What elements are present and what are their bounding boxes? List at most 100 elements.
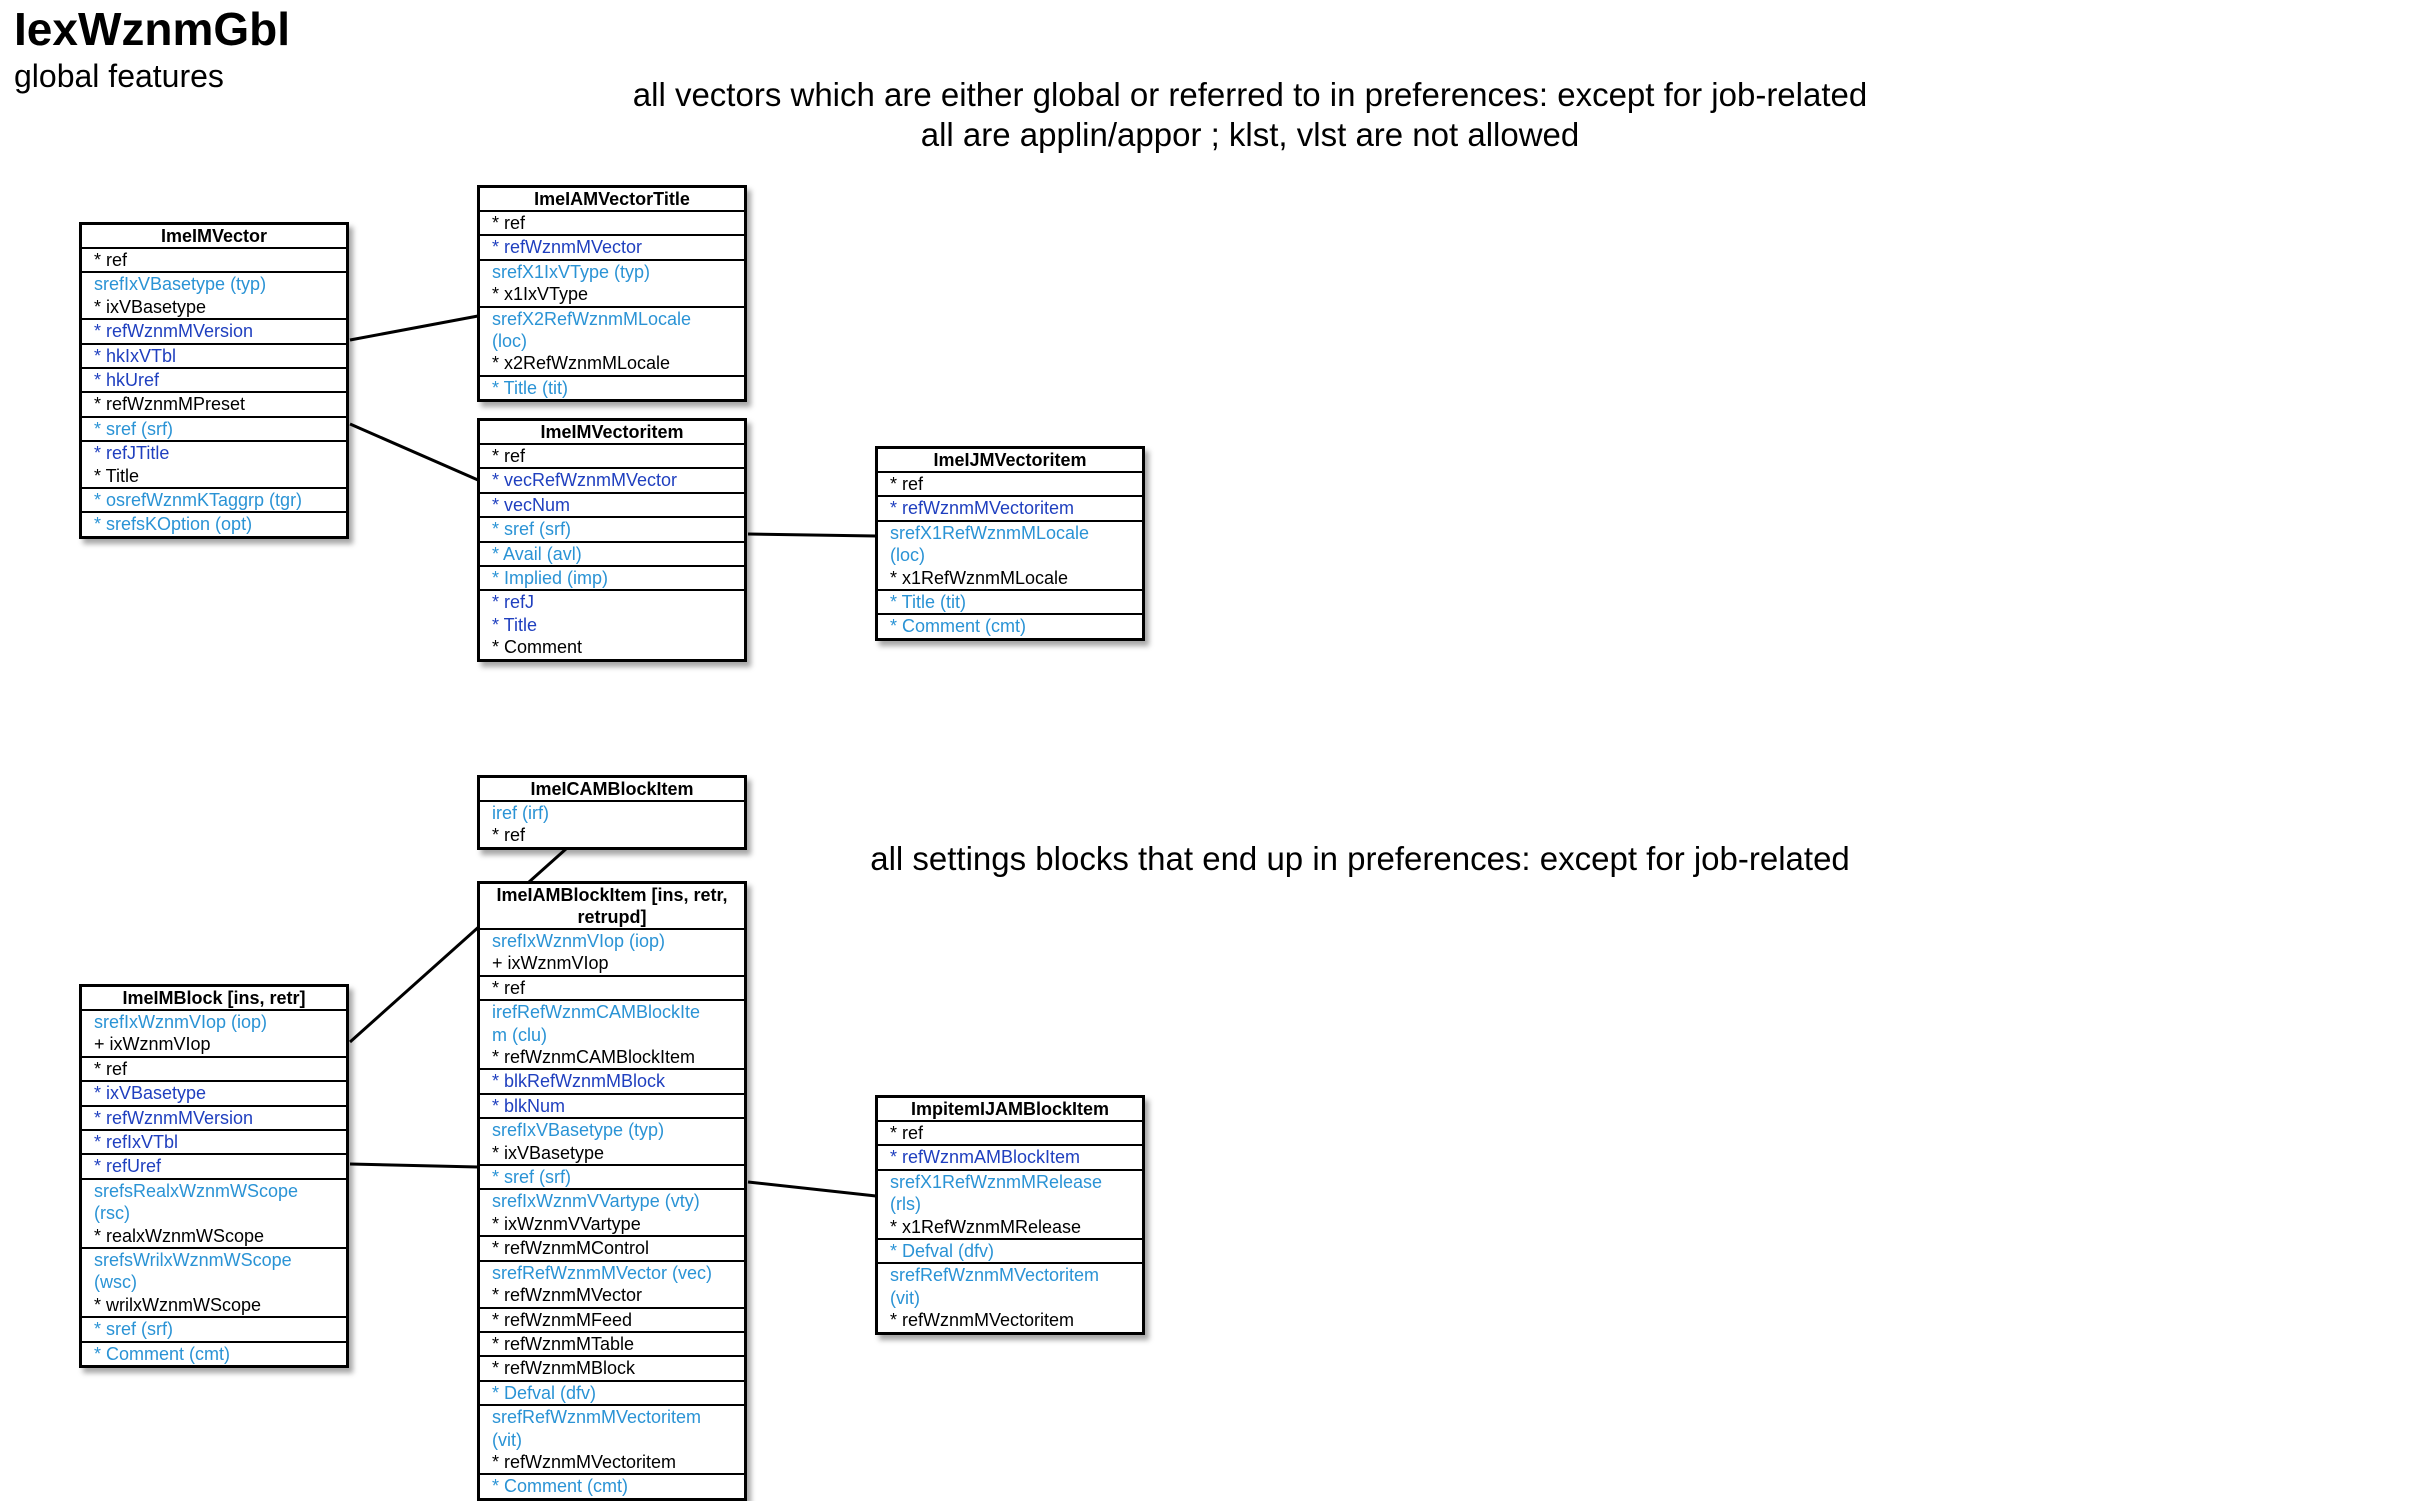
attribute-text: * ref — [890, 1123, 924, 1143]
attribute-text: * refWznmMVersion — [94, 321, 254, 342]
attribute-text: * Comment — [492, 637, 583, 658]
note-blocks: all settings blocks that end up in prefe… — [870, 840, 1850, 877]
entity-row: * Comment (cmt) — [480, 1475, 744, 1497]
attribute-text: + ixWznmVIop — [492, 953, 609, 974]
attribute-text: * refWznmCAMBlockItem — [492, 1047, 696, 1068]
attribute-text: + ixWznmVIop — [94, 1034, 211, 1055]
entity-row: srefIxWznmVIop (iop)+ ixWznmVIop — [480, 930, 744, 977]
attribute-text: srefRefWznmMVectoritem — [492, 1407, 702, 1428]
entity-title: ImeIJMVectoritem — [878, 449, 1142, 473]
entity-row: * blkNum — [480, 1095, 744, 1120]
attribute-text: * refWznmMPreset — [94, 394, 246, 415]
attribute-text: * sref (srf) — [94, 1319, 173, 1340]
attribute-text: * refWznmMVector — [492, 1285, 643, 1306]
entity-row: * osrefWznmKTaggrp (tgr) — [82, 489, 346, 514]
attribute-text: * wrilxWznmWScope — [94, 1294, 262, 1315]
entity-row: * refWznmMVector — [480, 236, 744, 261]
entity-imeicamblockitem[interactable]: ImeICAMBlockItem iref (irf)* ref — [477, 775, 747, 850]
entity-row: * Implied (imp) — [480, 567, 744, 592]
page-title: IexWznmGbl — [14, 3, 291, 55]
attribute-text: * refWznmMVector — [492, 237, 643, 258]
entity-title: ImeIAMVectorTitle — [480, 188, 744, 212]
attribute-text: * x1IxVType — [492, 284, 589, 305]
attribute-text: irefRefWznmCAMBlockIte — [492, 1002, 701, 1023]
attribute-text: * refWznmMVectoritem — [890, 498, 1075, 519]
attribute-text: * vecNum — [492, 494, 571, 515]
entity-imeiamblockitem[interactable]: ImeIAMBlockItem [ins, retr, retrupd] sre… — [477, 881, 747, 1501]
entity-row: * refWznmMControl — [480, 1237, 744, 1262]
attribute-text: * Title (tit) — [890, 592, 967, 613]
attribute-text: srefRefWznmMVector (vec) — [492, 1262, 713, 1283]
entity-row: * Comment (cmt) — [878, 615, 1142, 637]
entity-row: * ref — [82, 1058, 346, 1083]
attribute-text: * refWznmMFeed — [492, 1309, 633, 1330]
entity-title: ImeIMVectoritem — [480, 421, 744, 445]
attribute-text: * Comment (cmt) — [492, 1476, 629, 1497]
entity-title: ImeIMVector — [82, 225, 346, 249]
connector-block-to-cam-blockitem — [349, 838, 577, 1044]
entity-title: ImeIAMBlockItem [ins, retr, retrupd] — [480, 884, 744, 930]
entity-row: * refWznmMVersion — [82, 320, 346, 345]
attribute-text: * sref (srf) — [492, 519, 571, 540]
attribute-text: * Comment (cmt) — [890, 616, 1027, 637]
attribute-text: srefX1RefWznmMLocale — [890, 522, 1090, 543]
attribute-text: * ref — [492, 825, 526, 846]
attribute-text: * Defval (dfv) — [492, 1382, 597, 1403]
attribute-text: * Implied (imp) — [492, 568, 609, 589]
entity-row: * ixVBasetype — [82, 1082, 346, 1107]
entity-imeimvectoritem[interactable]: ImeIMVectoritem * ref* vecRefWznmMVector… — [477, 418, 747, 662]
entity-row: * refJTitle* Title — [82, 442, 346, 490]
entity-row: * ref — [480, 445, 744, 470]
attribute-text: * realxWznmWScope — [94, 1225, 265, 1246]
entity-row: * hkIxVTbl — [82, 345, 346, 370]
entity-row: * refJ* Title* Comment — [480, 591, 744, 658]
entity-row: srefIxVBasetype (typ)* ixVBasetype — [82, 273, 346, 321]
attribute-text: * ref — [492, 213, 526, 233]
entity-row: srefX1IxVType (typ)* x1IxVType — [480, 261, 744, 308]
entity-row: * Title (tit) — [878, 591, 1142, 616]
entity-row: srefRefWznmMVectoritem(vit)* refWznmMVec… — [878, 1264, 1142, 1331]
attribute-text: * refWznmMVersion — [94, 1107, 254, 1128]
attribute-text: * x1RefWznmMRelease — [890, 1216, 1082, 1237]
attribute-text: m (clu) — [492, 1024, 547, 1045]
page-subtitle: global features — [14, 58, 224, 94]
attribute-text: * blkRefWznmMBlock — [492, 1071, 666, 1092]
entity-imeiamvectortitle[interactable]: ImeIAMVectorTitle * ref * refWznmMVector s… — [477, 185, 747, 403]
entity-row: * Defval (dfv) — [878, 1240, 1142, 1265]
entity-row: * refWznmMVectoritem — [878, 497, 1142, 522]
attribute-text: * refWznmMTable — [492, 1333, 635, 1354]
attribute-text: srefsRealxWznmWScope — [94, 1180, 299, 1201]
entity-row: * vecRefWznmMVector — [480, 469, 744, 494]
entity-imeijmvectoritem[interactable]: ImeIJMVectoritem * ref* refWznmMVectorit… — [875, 446, 1145, 641]
attribute-text: (loc) — [890, 545, 925, 566]
entity-imeimblock[interactable]: ImeIMBlock [ins, retr] srefIxWznmVIop (i… — [79, 984, 349, 1369]
attribute-text: srefIxVBasetype (typ) — [492, 1120, 665, 1141]
entity-title: ImeIMBlock [ins, retr] — [82, 987, 346, 1011]
attribute-text: * hkIxVTbl — [94, 345, 177, 366]
entity-row: * refIxVTbl — [82, 1131, 346, 1156]
entity-impitemijamblockitem[interactable]: ImpitemIJAMBlockItem * ref* refWznmAMBlo… — [875, 1095, 1145, 1335]
attribute-text: * refWznmMVectoritem — [492, 1451, 677, 1472]
entity-attributes: iref (irf)* ref — [480, 802, 744, 847]
entity-row: * refWznmMFeed — [480, 1309, 744, 1333]
attribute-text: * ixVBasetype — [94, 1083, 207, 1104]
attribute-text: srefIxVBasetype (typ) — [94, 274, 267, 295]
entity-row: * sref (srf) — [82, 1318, 346, 1343]
entity-attributes: * ref* vecRefWznmMVector* vecNum * sref (… — [480, 445, 744, 659]
attribute-text: srefIxWznmVVartype (vty) — [492, 1191, 700, 1212]
attribute-text: srefX1RefWznmMRelease — [890, 1171, 1103, 1192]
entity-row: * refWznmMPreset — [82, 393, 346, 418]
connector-vector-to-vectoritem — [349, 422, 479, 482]
attribute-text: (loc) — [492, 331, 527, 352]
attribute-text: (vit) — [492, 1429, 522, 1450]
attribute-text: * Title (tit) — [492, 377, 569, 398]
connector-block-to-am-blockitem — [349, 1162, 479, 1169]
attribute-text: * osrefWznmKTaggrp (tgr) — [94, 490, 303, 511]
connector-vector-to-vectortitle — [349, 314, 479, 342]
attribute-text: (rls) — [890, 1194, 921, 1215]
entity-row: srefX1RefWznmMLocale(loc)* x1RefWznmMLoc… — [878, 522, 1142, 592]
